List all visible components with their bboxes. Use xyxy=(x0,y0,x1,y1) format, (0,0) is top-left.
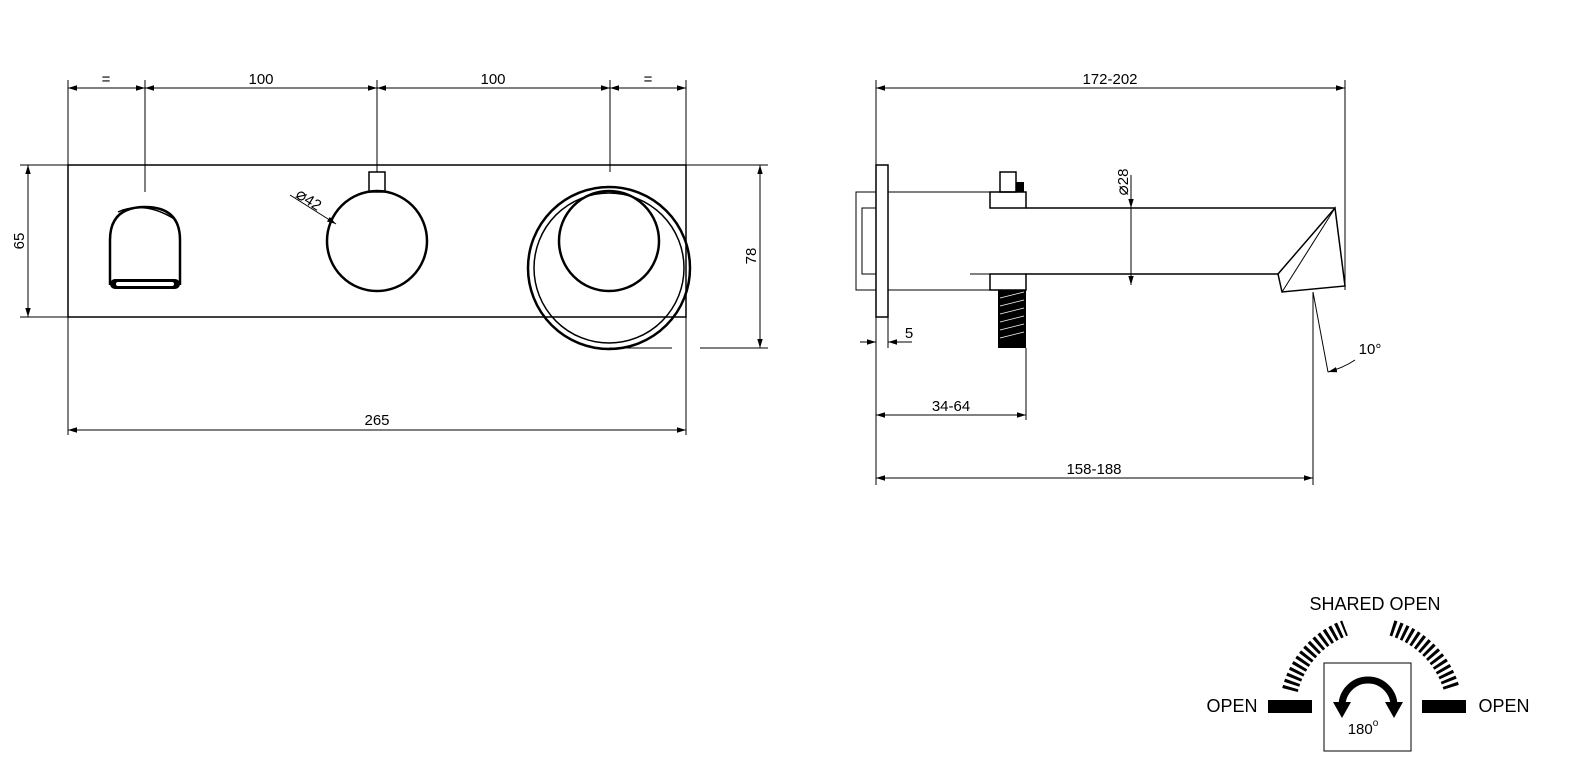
handle-right xyxy=(526,185,692,351)
dim-right-equal: = xyxy=(644,71,653,88)
rotation-label: 180o xyxy=(1348,718,1379,738)
spout-front xyxy=(108,205,182,289)
dim-spout-dia: ⌀28 xyxy=(1113,169,1132,196)
dim-spout-length: 158-188 xyxy=(1066,461,1121,478)
handle-center xyxy=(325,171,429,293)
rotation-arrow-icon xyxy=(1338,676,1398,707)
shared-open-label: SHARED OPEN xyxy=(1309,594,1440,614)
open-right-label: OPEN xyxy=(1478,696,1529,716)
dim-angle: 10° xyxy=(1359,341,1382,358)
open-left-bar xyxy=(1268,700,1312,713)
arc-left xyxy=(1282,620,1349,693)
open-left-label: OPEN xyxy=(1206,696,1257,716)
dim-handle-dia: ⌀42 xyxy=(292,184,325,214)
dim-total-length: 172-202 xyxy=(1082,71,1137,88)
arc-right xyxy=(1389,620,1460,693)
side-view: 172-202 xyxy=(855,71,1382,485)
open-right-bar xyxy=(1422,700,1466,713)
rotation-diagram: SHARED OPEN OPEN OPEN 180o xyxy=(1206,594,1530,752)
dim-left-equal: = xyxy=(102,71,111,88)
front-view: = 100 100 = 65 78 265 xyxy=(11,71,768,435)
spout-side xyxy=(970,206,1346,293)
dim-spacing-right: 100 xyxy=(480,71,505,88)
dim-plate-thickness: 5 xyxy=(905,325,913,342)
dim-total-width: 265 xyxy=(364,412,389,429)
dim-handle-offset: 34-64 xyxy=(932,398,970,415)
dim-height: 65 xyxy=(11,233,28,250)
dim-spacing-left: 100 xyxy=(248,71,273,88)
rotation-box xyxy=(1323,662,1412,752)
side-plate xyxy=(875,164,889,318)
dim-total-height: 78 xyxy=(743,248,760,265)
